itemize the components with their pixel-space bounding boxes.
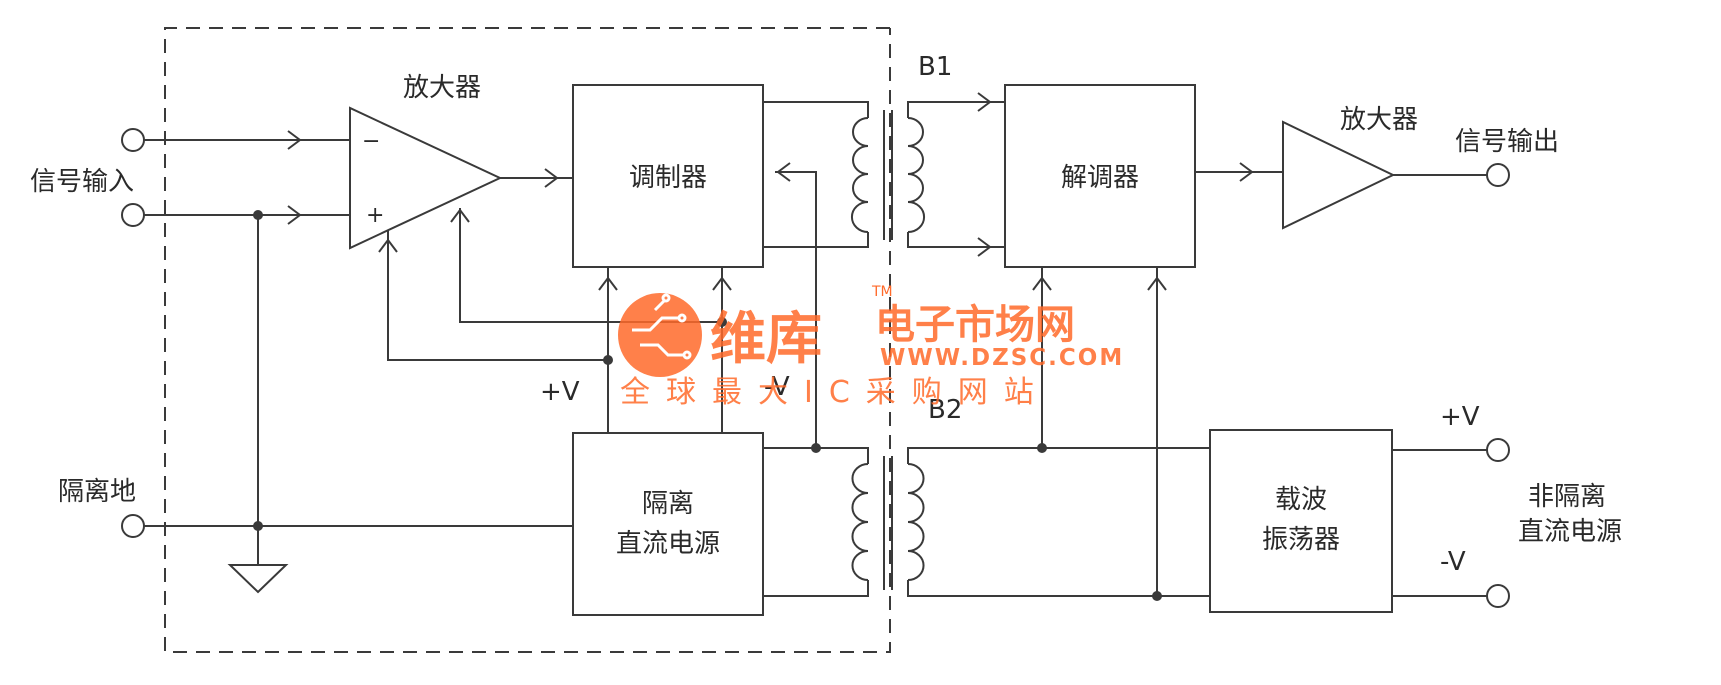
opamp-minus-sign: − bbox=[362, 129, 380, 154]
ground-symbol-icon bbox=[227, 564, 289, 594]
output-terminal bbox=[1486, 163, 1510, 187]
wire-b1-secondary-top bbox=[907, 101, 1005, 118]
circuit-logo-icon bbox=[632, 293, 692, 360]
ground-terminal bbox=[121, 514, 145, 538]
demodulator-block bbox=[1004, 84, 1196, 268]
wire-b2-primary-bottom bbox=[763, 580, 869, 597]
plus-v-right-label: +V bbox=[1440, 402, 1480, 432]
isolated-power-block bbox=[572, 432, 764, 616]
b1-secondary-coil-icon bbox=[907, 117, 926, 233]
input-amplifier-icon bbox=[349, 106, 503, 250]
arrow-b1-bottom bbox=[977, 237, 992, 257]
output-amplifier-icon bbox=[1282, 120, 1396, 230]
arrow-amp-supply-1 bbox=[378, 238, 398, 253]
watermark-tm: TM bbox=[871, 284, 893, 300]
demodulator-label: 解调器 bbox=[1061, 163, 1139, 193]
arrow-carrier-to-modulator bbox=[776, 162, 791, 182]
signal-output-label: 信号输出 bbox=[1455, 127, 1559, 157]
watermark-slogan: 全球最大IC采购网站 bbox=[620, 375, 1050, 410]
input-amplifier-label: 放大器 bbox=[403, 73, 481, 103]
arrow-demod-supply-1 bbox=[1032, 276, 1052, 291]
modulator-label: 调制器 bbox=[629, 163, 707, 193]
arrow-input-pos bbox=[287, 205, 302, 225]
arrow-plus-v bbox=[598, 276, 618, 291]
arrow-input-neg bbox=[287, 130, 302, 150]
minus-v-right-label: -V bbox=[1440, 547, 1466, 577]
nonisolated-power-label-1: 非隔离 bbox=[1528, 482, 1606, 512]
junction-dot bbox=[717, 317, 727, 327]
isolated-power-label-2: 直流电源 bbox=[616, 529, 720, 559]
watermark-brand: 维库 bbox=[710, 307, 822, 372]
carrier-oscillator-label-2: 振荡器 bbox=[1262, 525, 1340, 555]
opamp-plus-sign: + bbox=[366, 203, 384, 228]
watermark-market: 电子市场网 bbox=[875, 302, 1075, 348]
b2-primary-coil-icon bbox=[851, 463, 869, 581]
arrow-amp-supply-2 bbox=[450, 208, 470, 223]
watermark-url: WWW.DZSC.COM bbox=[880, 345, 1124, 371]
b1-label: B1 bbox=[918, 52, 952, 82]
wire-b1-primary-bottom bbox=[763, 232, 869, 248]
carrier-oscillator-label-1: 载波 bbox=[1275, 485, 1327, 515]
minus-v-left-label: -V bbox=[764, 372, 790, 402]
isolated-ground-label: 隔离地 bbox=[58, 477, 136, 507]
b2-secondary-coil-icon bbox=[907, 463, 925, 581]
plus-v-terminal bbox=[1486, 438, 1510, 462]
b2-label: B2 bbox=[928, 395, 962, 425]
isolated-power-label-1: 隔离 bbox=[642, 489, 694, 519]
wire-b1-primary-top bbox=[763, 101, 869, 118]
input-terminal-1 bbox=[121, 128, 145, 152]
arrow-minus-v bbox=[712, 276, 732, 291]
signal-input-label: 信号输入 bbox=[30, 167, 134, 197]
output-amplifier-label: 放大器 bbox=[1340, 105, 1418, 135]
isolation-boundary bbox=[164, 27, 891, 653]
junction-dot bbox=[253, 210, 263, 220]
wire-carrier-to-modulator bbox=[775, 171, 817, 448]
input-terminal-2 bbox=[121, 203, 145, 227]
watermark: 维库 TM 电子市场网 WWW.DZSC.COM 全球最大IC采购网站 bbox=[618, 284, 1124, 410]
modulator-block bbox=[572, 84, 764, 268]
b1-primary-coil-icon bbox=[850, 117, 869, 233]
carrier-oscillator-block bbox=[1209, 429, 1393, 613]
wire-b2-secondary-top bbox=[907, 447, 1210, 464]
wire-amp-supply-1 bbox=[387, 230, 608, 361]
wire-b2-secondary-bottom bbox=[907, 580, 1210, 597]
wire-b1-secondary-bottom bbox=[907, 232, 1005, 248]
arrow-demod-supply-2 bbox=[1147, 276, 1167, 291]
arrow-amp-to-modulator bbox=[544, 168, 559, 188]
wire-b2-primary-top bbox=[763, 447, 869, 464]
junction-dot bbox=[603, 355, 613, 365]
arrow-b1-top bbox=[977, 92, 992, 112]
minus-v-terminal bbox=[1486, 584, 1510, 608]
plus-v-left-label: +V bbox=[540, 377, 580, 407]
nonisolated-power-label-2: 直流电源 bbox=[1518, 517, 1622, 547]
arrow-demod-to-amp bbox=[1239, 162, 1254, 182]
